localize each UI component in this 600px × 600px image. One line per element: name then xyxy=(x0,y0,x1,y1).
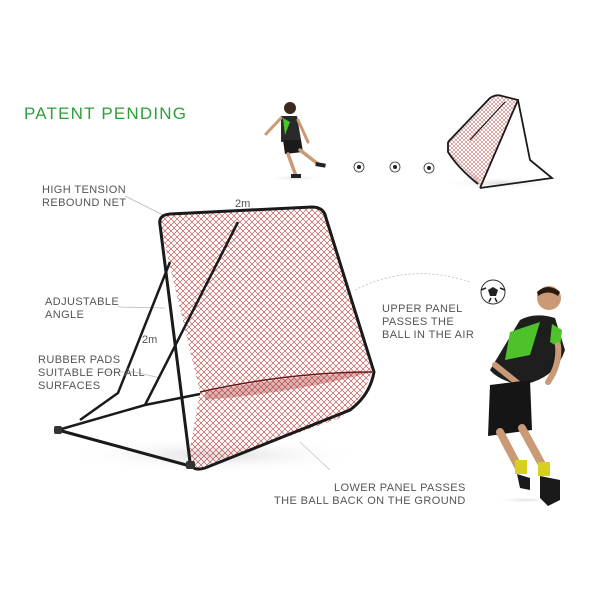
adjustable-angle-label: ADJUSTABLE ANGLE xyxy=(45,296,120,321)
height-dimension: 2m xyxy=(142,334,158,346)
ball-sequence xyxy=(353,161,435,174)
header-player xyxy=(488,286,565,506)
high-tension-label: HIGH TENSION REBOUND NET xyxy=(42,184,127,209)
lower-panel-label: LOWER PANEL PASSES THE BALL BACK ON THE … xyxy=(274,482,466,507)
small-rebounder-net xyxy=(442,94,558,189)
rubber-pads-label: RUBBER PADS SUITABLE FOR ALL SURFACES xyxy=(38,354,146,392)
main-rebounder-net xyxy=(54,205,376,471)
upper-panel-label: UPPER PANEL PASSES THE BALL IN THE AIR xyxy=(382,303,475,341)
patent-pending-title: PATENT PENDING xyxy=(24,104,188,123)
football xyxy=(480,279,506,305)
kicker-player xyxy=(264,102,326,181)
width-dimension: 2m xyxy=(235,198,251,210)
